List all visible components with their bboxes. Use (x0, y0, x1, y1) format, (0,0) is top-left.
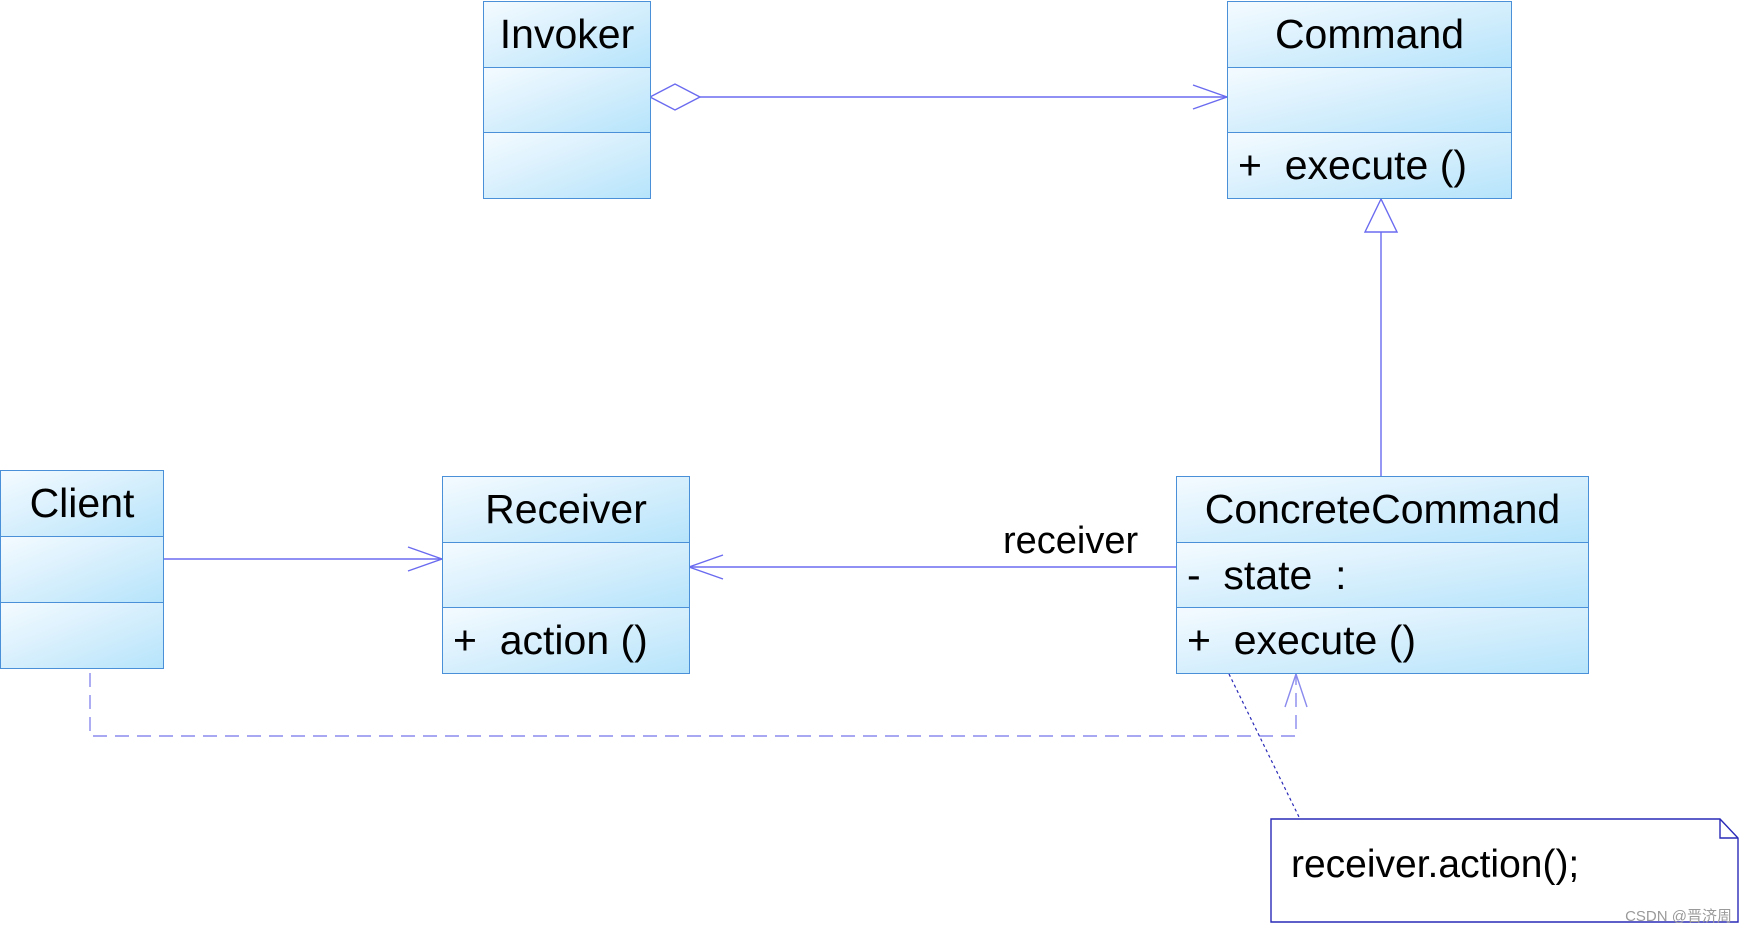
class-client[interactable]: Client (0, 470, 164, 669)
class-concrete-command-attributes: - state : (1177, 541, 1588, 608)
class-client-attributes (1, 536, 163, 602)
client-receiver-association (164, 546, 445, 572)
class-client-name: Client (1, 471, 163, 536)
class-command-name: Command (1228, 2, 1511, 67)
note-shape (1270, 818, 1739, 923)
dependency-arrowhead (1284, 671, 1308, 708)
aggregation-diamond (648, 83, 702, 111)
class-receiver-attributes (443, 541, 689, 608)
generalization-triangle (1363, 197, 1399, 233)
class-receiver-name: Receiver (443, 477, 689, 542)
class-receiver[interactable]: Receiver + action () (442, 476, 690, 674)
watermark: CSDN @晋济周 (1625, 908, 1732, 925)
note-anchor-line (1228, 673, 1301, 820)
class-invoker-operations (484, 132, 650, 199)
class-concrete-command[interactable]: ConcreteCommand - state : + execute () (1176, 476, 1589, 674)
class-invoker-attributes (484, 66, 650, 133)
dependency-line (89, 673, 1297, 737)
client-dependency (89, 671, 1308, 737)
note-text: receiver.action(); (1291, 843, 1580, 886)
class-invoker-name: Invoker (484, 2, 650, 67)
generalization-arrow (1363, 197, 1399, 476)
class-receiver-operations: + action () (443, 607, 689, 674)
class-concrete-command-operations: + execute () (1177, 607, 1588, 674)
class-client-operations (1, 602, 163, 668)
receiver-role-label: receiver (1003, 520, 1139, 562)
class-command[interactable]: Command + execute () (1227, 1, 1512, 199)
class-concrete-command-name: ConcreteCommand (1177, 477, 1588, 542)
class-command-attributes (1228, 66, 1511, 133)
invoker-command-aggregation (648, 83, 1230, 111)
class-command-operations: + execute () (1228, 132, 1511, 199)
class-invoker[interactable]: Invoker (483, 1, 651, 199)
